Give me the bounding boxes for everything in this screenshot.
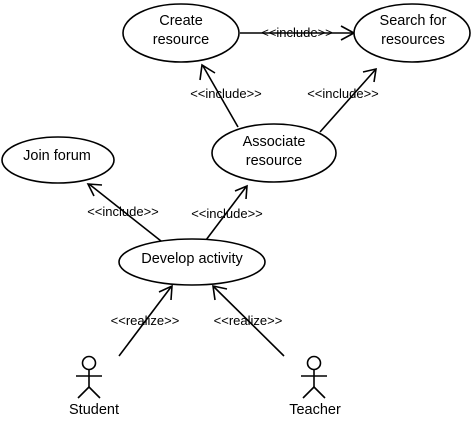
develop-to-join-arrow (86, 183, 162, 242)
student-to-develop-label: <<realize>> (111, 313, 180, 328)
associate-to-create-arrow (199, 63, 239, 128)
develop-to-associate-label: <<include>> (191, 206, 263, 221)
student-label: Student (69, 402, 119, 418)
teacher-stick-figure-icon (301, 355, 327, 399)
join-forum-label: Join forum (23, 148, 91, 164)
use-case-associate-resource[interactable]: Associate resource (211, 123, 337, 183)
develop-activity-ellipse (118, 238, 266, 286)
develop-to-associate-arrow (205, 184, 248, 241)
associate-to-search-arrow (319, 67, 377, 133)
use-case-develop-activity[interactable]: Develop activity (118, 238, 266, 286)
associate-to-create-label: <<include>> (190, 86, 262, 101)
associate-resource-line2: resource (246, 153, 302, 169)
actor-student[interactable]: Student (69, 355, 119, 419)
search-resources-line2: resources (381, 32, 445, 48)
teacher-label: Teacher (289, 402, 341, 418)
actor-teacher[interactable]: Teacher (289, 355, 341, 419)
teacher-to-develop-arrow (212, 284, 285, 357)
use-case-search-resources[interactable]: Search for resources (353, 3, 471, 63)
student-stick-figure-icon (76, 355, 102, 399)
search-resources-ellipse (353, 3, 471, 63)
use-case-create-resource[interactable]: Create resource (122, 3, 240, 63)
develop-activity-label: Develop activity (141, 251, 243, 267)
develop-to-join-label: <<include>> (87, 204, 159, 219)
join-forum-ellipse (1, 136, 115, 184)
search-resources-line1: Search for (380, 13, 447, 29)
create-resource-line1: Create (159, 13, 203, 29)
teacher-to-develop-label: <<realize>> (214, 313, 283, 328)
associate-resource-line1: Associate (243, 134, 306, 150)
student-to-develop-arrow (118, 284, 173, 357)
create-resource-ellipse (122, 3, 240, 63)
associate-to-search-label: <<include>> (307, 86, 379, 101)
create-resource-line2: resource (153, 32, 209, 48)
create-to-search-label: <<include>> (261, 25, 333, 40)
relationship-labels: <<include>> <<include>> <<include>> <<in… (87, 25, 379, 328)
relationship-lines (86, 25, 377, 357)
associate-resource-ellipse (211, 123, 337, 183)
use-case-join-forum[interactable]: Join forum (1, 136, 115, 184)
